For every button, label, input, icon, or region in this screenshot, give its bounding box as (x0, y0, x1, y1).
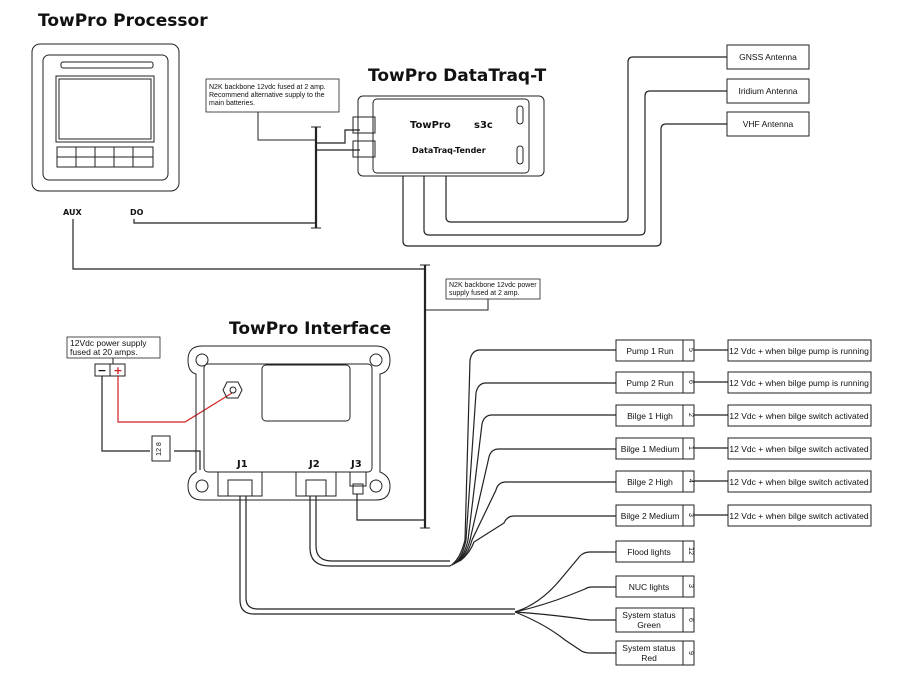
interface-device (187, 345, 391, 501)
n2k-note-line: main batteries. (209, 100, 255, 107)
antenna-box-gnss: GNSS Antenna (726, 44, 810, 70)
processor-title: TowPro Processor (38, 11, 208, 31)
input-pin: 4 (687, 479, 694, 483)
do-port-label: DO (130, 208, 144, 217)
datatraq-model: s3c (474, 120, 493, 131)
connector-j3-label: J3 (350, 459, 362, 470)
n2k-note-line: N2K backbone 12vdc fused at 2 amp. (209, 84, 326, 91)
output-label: Flood lights (627, 547, 670, 557)
power-terminals: − + (94, 363, 126, 377)
inline-fuse: 12 8 (151, 435, 171, 462)
n2k-power-line: supply fused at 2 amp. (449, 290, 519, 297)
output-label: System status (622, 610, 675, 620)
fuse-label: 12 8 (156, 442, 163, 456)
input-row: Bilge 1 Medium 1 12 Vdc + when bilge swi… (615, 437, 872, 460)
input-label: Pump 2 Run (626, 378, 674, 388)
n2k-fused-note: N2K backbone 12vdc fused at 2 amp. Recom… (205, 78, 340, 141)
input-description: 12 Vdc + when bilge pump is running (729, 346, 869, 356)
input-label: Bilge 2 High (627, 477, 673, 487)
input-row: Pump 2 Run 6 12 Vdc + when bilge pump is… (615, 371, 872, 394)
datatraq-device (352, 95, 545, 177)
vhf-cable (402, 123, 727, 247)
input-description: 12 Vdc + when bilge switch activated (729, 511, 868, 521)
j1-cable (239, 496, 515, 615)
antenna-label: Iridium Antenna (738, 86, 797, 96)
input-label: Bilge 1 Medium (621, 444, 680, 454)
output-pin: 3 (687, 584, 694, 588)
datatraq-subtitle: DataTraq-Tender (412, 146, 486, 155)
n2k-power-line: N2K backbone 12vdc power (449, 282, 537, 289)
input-description: 12 Vdc + when bilge switch activated (729, 411, 868, 421)
power-positive-wire (117, 376, 233, 423)
connector-j2-label: J2 (308, 459, 320, 470)
input-pin: 2 (687, 413, 694, 417)
iridium-cable (423, 90, 727, 236)
n2k-note-line: Recommend alternative supply to the (209, 92, 325, 99)
power-negative-wire (101, 376, 150, 452)
input-pin: 6 (687, 380, 694, 384)
input-row: Bilge 1 High 2 12 Vdc + when bilge switc… (615, 404, 872, 427)
input-label: Pump 1 Run (626, 346, 674, 356)
datatraq-brand: TowPro (410, 120, 451, 131)
output-pin: 12 (687, 547, 694, 555)
antenna-box-iridium: Iridium Antenna (726, 78, 810, 104)
antenna-label: GNSS Antenna (739, 52, 797, 62)
input-label: Bilge 2 Medium (621, 511, 680, 521)
input-pin: 3 (687, 513, 694, 517)
gnss-cable (445, 56, 727, 223)
processor-device (31, 43, 180, 192)
output-label: System status (622, 643, 675, 653)
output-row: Flood lights 12 (615, 540, 695, 563)
aux-port-label: AUX (63, 208, 82, 217)
input-description: 12 Vdc + when bilge pump is running (729, 378, 869, 388)
output-label: Red (641, 653, 657, 663)
antenna-label: VHF Antenna (743, 119, 794, 129)
input-description: 12 Vdc + when bilge switch activated (729, 444, 868, 454)
interface-title: TowPro Interface (229, 319, 391, 339)
input-row: Pump 1 Run 5 12 Vdc + when bilge pump is… (615, 339, 872, 362)
j2-fanout (449, 349, 616, 567)
output-row: System status Green 6 (615, 607, 695, 633)
input-description: 12 Vdc + when bilge switch activated (729, 477, 868, 487)
plus-terminal-icon: + (113, 364, 122, 377)
j3-n2k-cable (356, 494, 425, 521)
input-pin: 1 (687, 446, 694, 450)
output-label: NUC lights (629, 582, 670, 592)
input-row: Bilge 2 Medium 3 12 Vdc + when bilge swi… (615, 504, 872, 527)
minus-terminal-icon: − (97, 364, 106, 377)
j1-fanout (514, 551, 616, 654)
input-row: Bilge 2 High 4 12 Vdc + when bilge switc… (615, 470, 872, 493)
aux-n2k-cable (72, 219, 425, 270)
j2-cable (309, 496, 450, 567)
power-note-line: fused at 20 amps. (70, 347, 138, 357)
n2k-power-note: N2K backbone 12vdc power supply fused at… (425, 278, 541, 311)
antenna-box-vhf: VHF Antenna (726, 111, 810, 137)
connector-j1-label: J1 (236, 459, 248, 470)
input-label: Bilge 1 High (627, 411, 673, 421)
output-pin: 6 (687, 618, 694, 622)
power-supply-note: 12Vdc power supply fused at 20 amps. (66, 336, 161, 364)
input-pin: 5 (687, 348, 694, 352)
datatraq-title: TowPro DataTraq-T (368, 66, 547, 86)
output-label: Green (637, 620, 661, 630)
output-pin: 9 (687, 651, 694, 655)
output-row: System status Red 9 (615, 640, 695, 666)
power-note-line: 12Vdc power supply (70, 338, 147, 348)
do-n2k-cable (133, 219, 315, 224)
output-row: NUC lights 3 (615, 575, 695, 598)
